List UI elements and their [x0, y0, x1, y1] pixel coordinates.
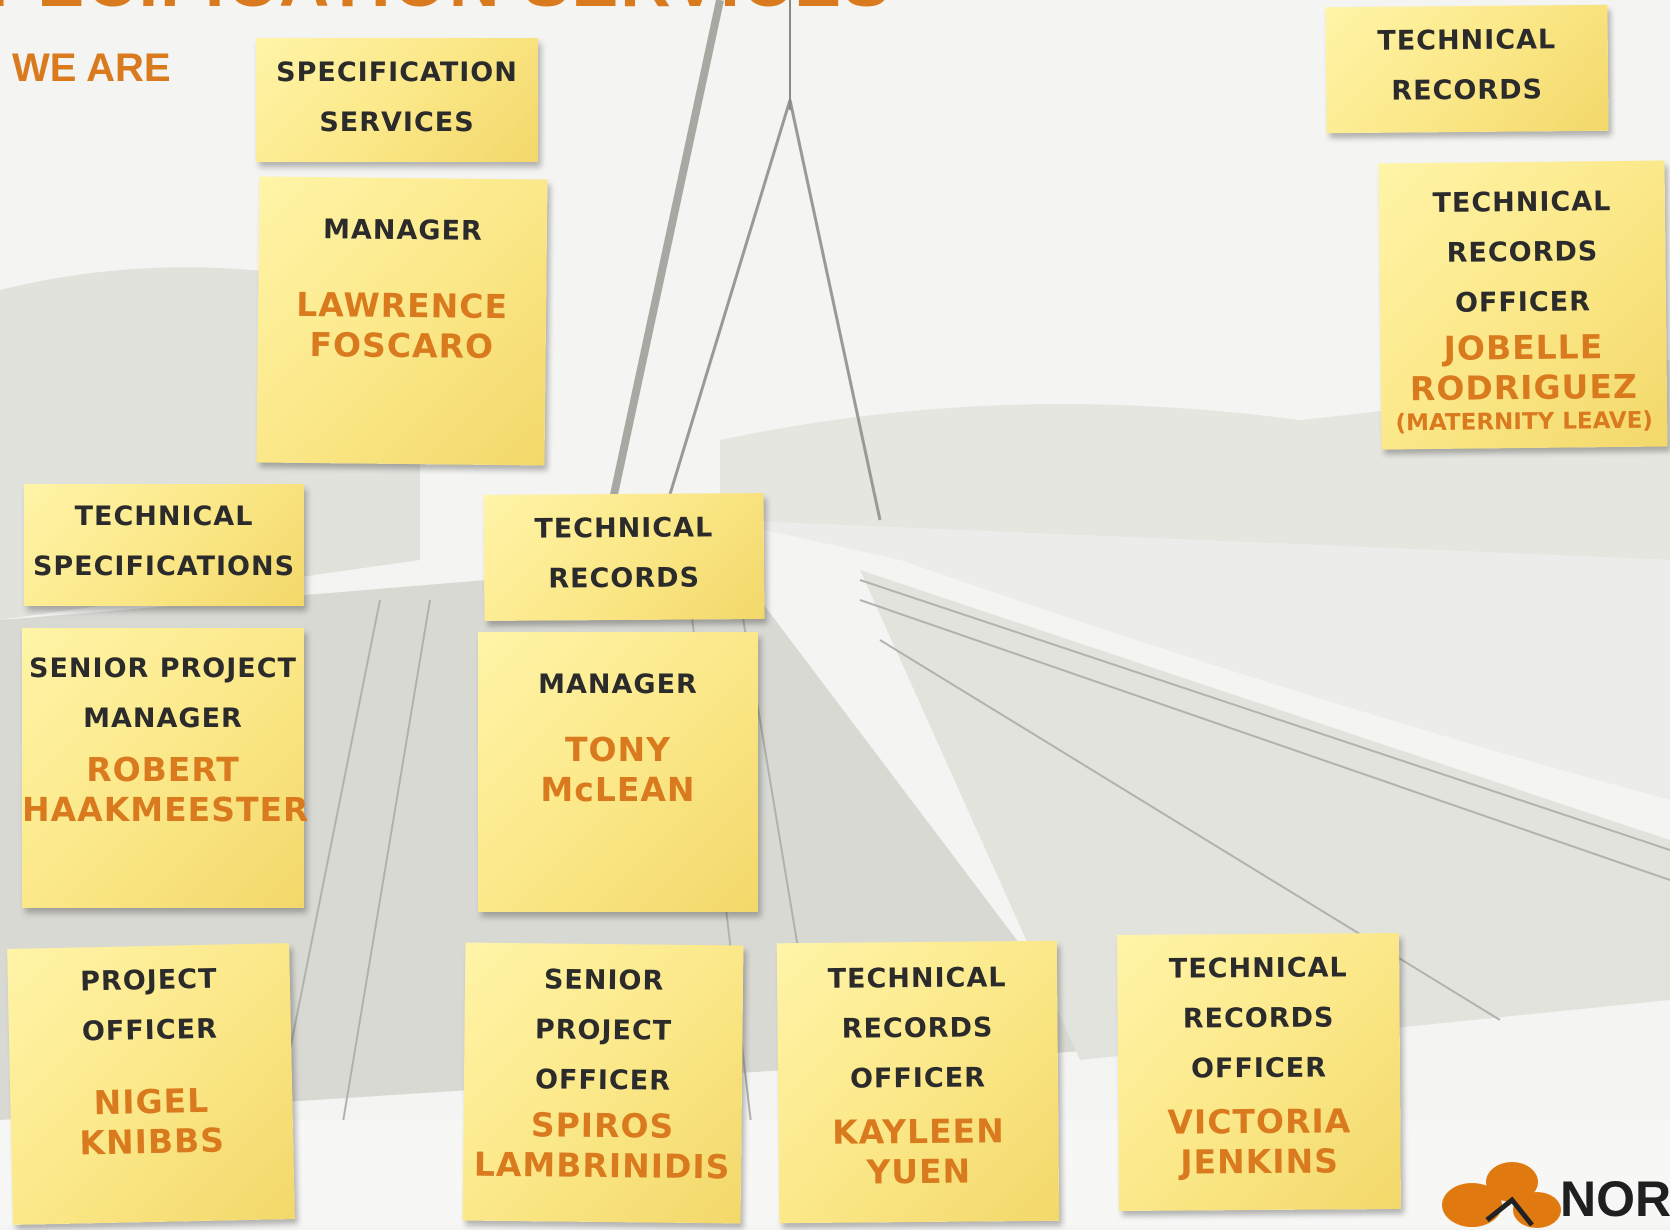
note-name-line: HAAKMEESTER: [22, 790, 310, 829]
note-role-line: OFFICER: [1190, 1052, 1328, 1085]
note-name-line: JOBELLE: [1443, 327, 1604, 368]
note-name-line: LAWRENCE: [296, 284, 509, 327]
logo-text: NOR: [1560, 1171, 1670, 1227]
note-role-line: RECORDS: [841, 1012, 994, 1045]
note-robert-haakmeester: SENIOR PROJECT MANAGER ROBERT HAAKMEESTE…: [22, 628, 310, 908]
note-header-line: TECHNICAL: [74, 501, 254, 532]
note-role-line: OFFICER: [81, 1013, 219, 1048]
note-role-line: TECHNICAL: [827, 962, 1007, 995]
note-name-line: KAYLEEN: [831, 1111, 1005, 1152]
note-role-line: MANAGER: [538, 669, 698, 700]
note-name-line: YUEN: [866, 1151, 972, 1192]
note-technical-specifications: TECHNICAL SPECIFICATIONS: [24, 484, 304, 606]
note-name-line: LAMBRINIDIS: [473, 1144, 731, 1187]
note-name-line: JENKINS: [1180, 1141, 1340, 1182]
note-victoria-jenkins: TECHNICAL RECORDS OFFICER VICTORIA JENKI…: [1117, 933, 1401, 1211]
note-name-line: TONY: [564, 730, 672, 769]
note-role-line: SENIOR PROJECT: [29, 653, 297, 684]
note-name-line: FOSCARO: [309, 325, 495, 366]
note-role-line: PROJECT: [79, 963, 218, 998]
note-role-line: MANAGER: [322, 214, 483, 247]
note-header-line: RECORDS: [548, 562, 701, 595]
note-role-line: TECHNICAL: [1432, 186, 1612, 219]
note-spiros-lambrinidis: SENIOR PROJECT OFFICER SPIROS LAMBRINIDI…: [462, 942, 744, 1224]
logo-mark: [1442, 1162, 1561, 1228]
note-name-line: SPIROS: [530, 1105, 675, 1146]
note-role-line: TECHNICAL: [1168, 952, 1348, 985]
page-title: SPECIFICATION SERVICES: [0, 0, 892, 22]
note-nigel-knibbs: PROJECT OFFICER NIGEL KNIBBS: [7, 943, 295, 1225]
note-jobelle-rodriguez: TECHNICAL RECORDS OFFICER JOBELLE RODRIG…: [1378, 160, 1668, 450]
note-role-line: RECORDS: [1446, 236, 1599, 269]
note-role-line: RECORDS: [1182, 1002, 1335, 1035]
note-name-line: VICTORIA: [1167, 1101, 1352, 1142]
note-specification-services: SPECIFICATION SERVICES: [256, 38, 538, 162]
note-technical-records-mid: TECHNICAL RECORDS: [483, 493, 765, 621]
note-role-line: OFFICER: [534, 1064, 672, 1097]
note-tony-mclean: MANAGER TONY McLEAN: [478, 632, 758, 912]
note-name-line: RODRIGUEZ: [1409, 366, 1639, 409]
note-status-line: (MATERNITY LEAVE): [1395, 407, 1654, 437]
page-subtitle: WE ARE: [12, 46, 171, 90]
note-name-line: ROBERT: [86, 750, 240, 789]
note-role-line: SENIOR: [543, 964, 665, 997]
note-name-line: McLEAN: [540, 770, 696, 809]
note-manager-lawrence-foscaro: MANAGER LAWRENCE FOSCARO: [256, 176, 548, 466]
note-role-line: MANAGER: [83, 703, 243, 734]
note-header-line: SPECIFICATIONS: [32, 551, 296, 582]
note-kayleen-yuen: TECHNICAL RECORDS OFFICER KAYLEEN YUEN: [776, 940, 1060, 1224]
note-technical-records-top: TECHNICAL RECORDS: [1325, 4, 1609, 134]
note-header-line: TECHNICAL: [534, 512, 714, 545]
note-header-line: RECORDS: [1391, 74, 1544, 107]
note-name-line: NIGEL: [93, 1080, 210, 1123]
note-header-line: SERVICES: [319, 107, 475, 138]
note-header-line: SPECIFICATION: [276, 57, 518, 88]
note-role-line: OFFICER: [849, 1062, 987, 1095]
note-name-line: KNIBBS: [79, 1120, 226, 1163]
note-header-line: TECHNICAL: [1377, 24, 1557, 57]
note-role-line: OFFICER: [1454, 286, 1592, 319]
note-role-line: PROJECT: [534, 1014, 673, 1047]
